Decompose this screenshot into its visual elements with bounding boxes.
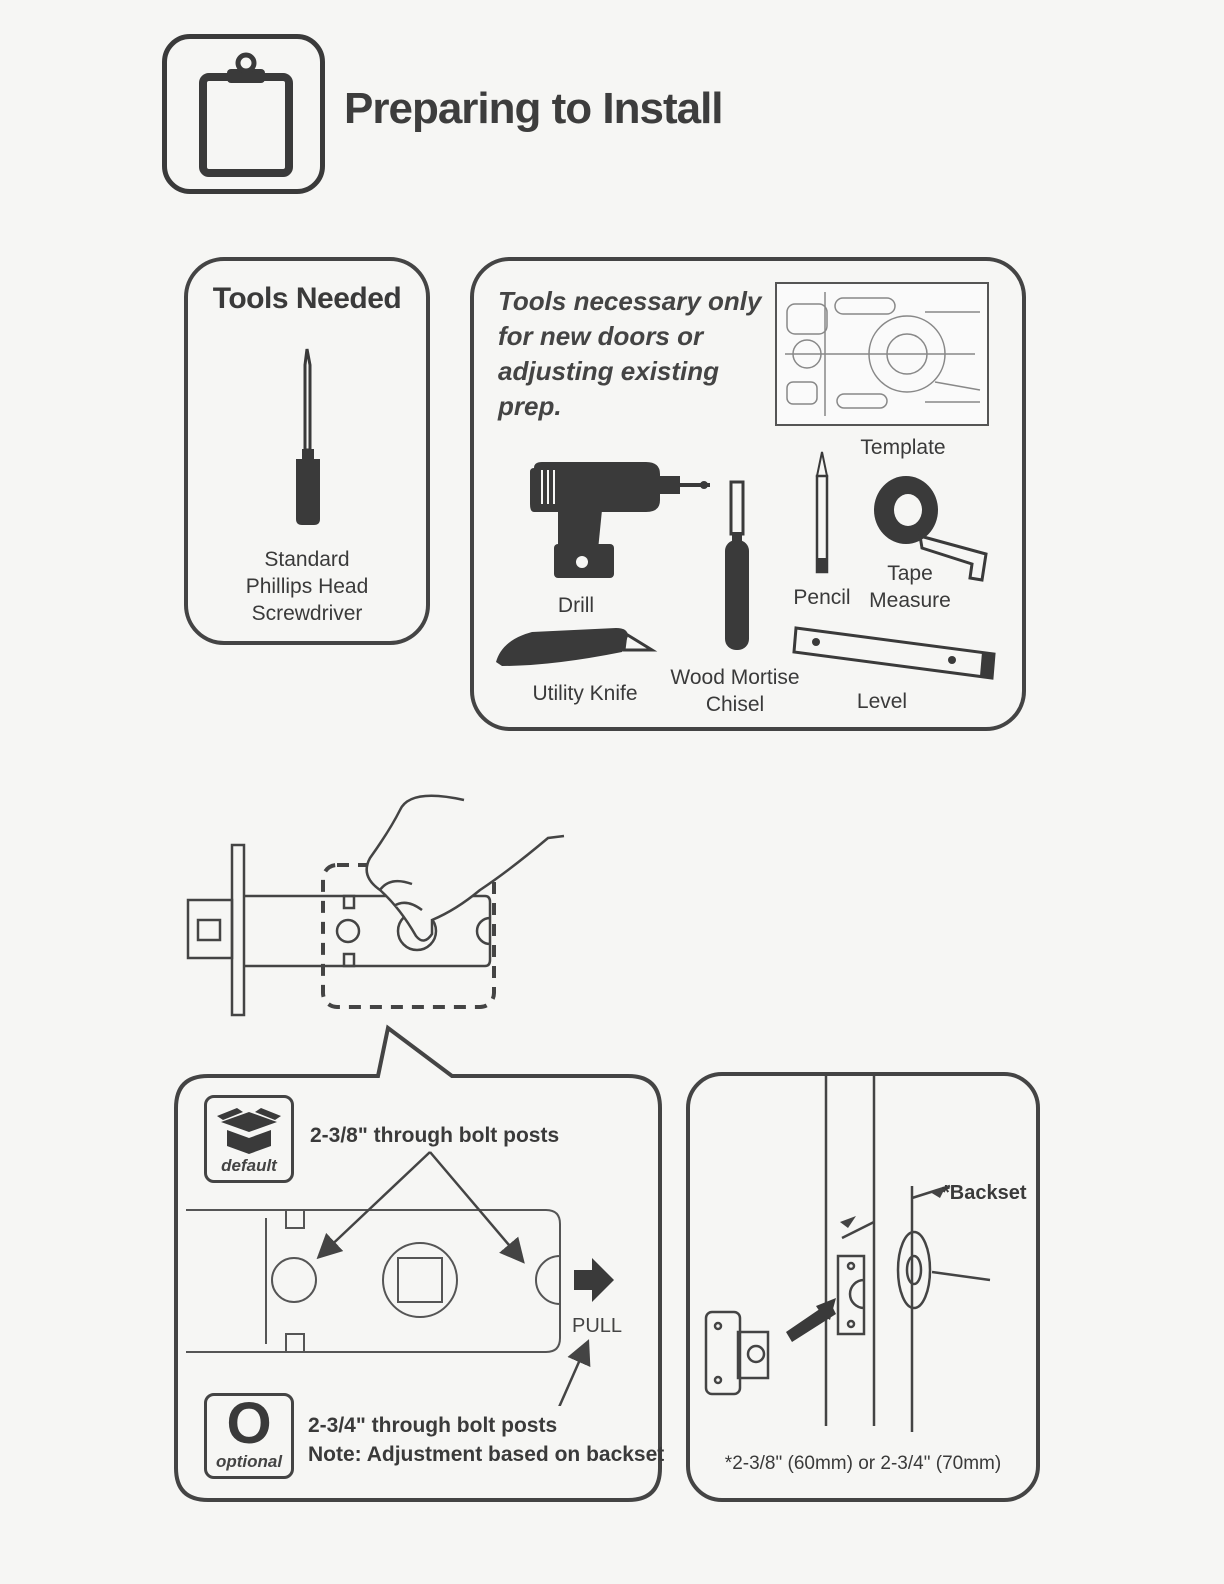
tape-measure-icon	[874, 476, 988, 582]
template-image	[775, 282, 989, 426]
latch-plate-diagram	[186, 1151, 614, 1406]
tape-measure-label: Tape Measure	[862, 560, 958, 614]
template-label: Template	[860, 436, 946, 459]
level-label: Level	[856, 690, 908, 713]
chisel-label: Wood Mortise Chisel	[660, 664, 810, 718]
screwdriver-label-line: Standard	[264, 548, 350, 571]
optional-badge: O optional	[204, 1391, 294, 1479]
screwdriver-label: Standard Phillips Head Screwdriver	[184, 546, 430, 627]
box-icon	[217, 1108, 281, 1154]
tools-needed-heading: Tools Needed	[212, 282, 402, 315]
tape-label-line: Measure	[869, 589, 951, 612]
backset-diagram	[704, 1076, 991, 1432]
backset-footnote: *2-3/8" (60mm) or 2-3/4" (70mm)	[724, 1453, 1002, 1474]
utility-knife-icon	[496, 628, 658, 666]
heading-line: prep.	[498, 391, 562, 421]
heading-line: for new doors or	[498, 321, 704, 351]
optional-badge-label: optional	[215, 1452, 283, 1471]
tape-label-line: Tape	[887, 562, 933, 585]
pencil-label: Pencil	[793, 586, 851, 609]
default-badge: default	[204, 1095, 294, 1183]
level-icon	[792, 626, 996, 680]
latch-hand-illustration	[186, 794, 565, 1017]
screwdriver-label-line: Screwdriver	[251, 602, 363, 625]
clipboard-icon	[199, 52, 293, 177]
screwdriver-icon	[296, 348, 320, 525]
optional-tools-heading: Tools necessary only for new doors or ad…	[498, 284, 761, 424]
clipboard-icon-frame	[162, 34, 325, 194]
pencil-icon	[815, 451, 829, 574]
heading-line: adjusting existing	[498, 356, 720, 386]
drill-label: Drill	[557, 594, 595, 617]
backset-panel	[686, 1072, 1040, 1502]
screwdriver-label-line: Phillips Head	[245, 575, 369, 598]
chisel-icon	[725, 480, 749, 650]
default-bolt-posts-text: 2-3/8" through bolt posts	[310, 1124, 560, 1147]
tools-needed-panel	[184, 257, 430, 645]
optional-badge-letter: O	[226, 1391, 272, 1456]
pull-label: PULL	[572, 1315, 623, 1337]
pull-arrow-icon	[574, 1258, 614, 1302]
utility-knife-label: Utility Knife	[532, 682, 638, 705]
optional-tools-panel	[470, 257, 1026, 731]
backset-label: *Backset	[942, 1182, 1027, 1204]
note-text-line: Note: Adjustment based on backset	[308, 1443, 665, 1466]
chisel-label-line: Wood Mortise	[670, 666, 800, 689]
page-title: Preparing to Install	[344, 84, 724, 133]
optional-bolt-posts-text: 2-3/4" through bolt posts Note: Adjustme…	[308, 1411, 664, 1469]
heading-line: Tools necessary only	[498, 286, 762, 316]
default-badge-label: default	[221, 1156, 277, 1175]
chisel-label-line: Chisel	[705, 693, 765, 716]
bolt-posts-panel-frame	[174, 1024, 662, 1502]
drill-icon	[530, 462, 710, 578]
optional-text-line: 2-3/4" through bolt posts	[308, 1414, 558, 1437]
